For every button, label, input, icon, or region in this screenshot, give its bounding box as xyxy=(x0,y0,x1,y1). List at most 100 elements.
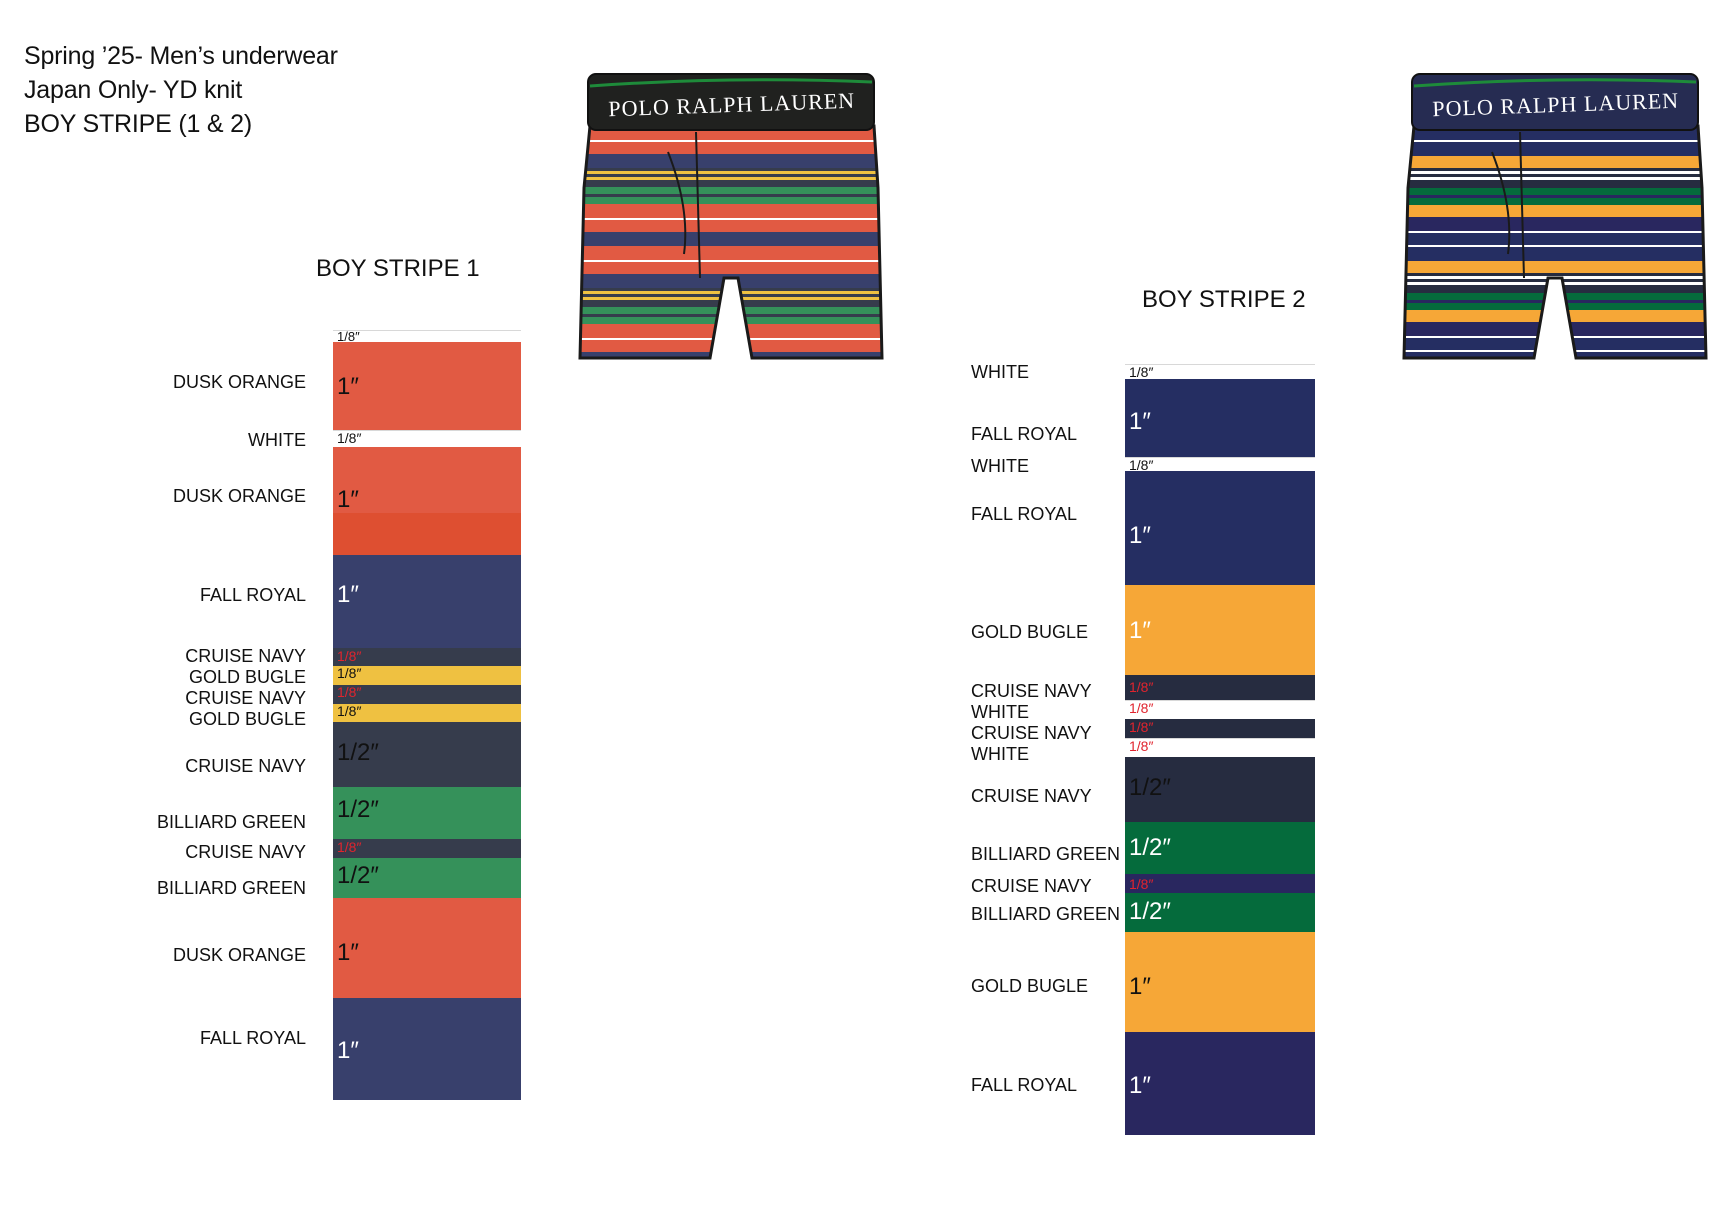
boxer-brief-sketch-stripe1: POLO RALPH LAUREN xyxy=(578,73,884,360)
boxer-brief-sketch-stripe2: POLO RALPH LAUREN xyxy=(1402,73,1708,360)
stripe1-color-label: CRUISE NAVY xyxy=(185,756,306,776)
garment-stripe xyxy=(580,142,882,154)
stripe1-dimension-label: 1″ xyxy=(337,939,359,966)
stripe1-color-label: GOLD BUGLE xyxy=(188,667,306,687)
stripe1-dimension-label: 1″ xyxy=(337,486,359,513)
stripe2-color-label: BILLIARD GREEN xyxy=(971,904,1121,924)
garment-stripe xyxy=(580,288,882,291)
stripe1-color-label: CRUISE NAVY xyxy=(185,688,306,708)
stripe1-band xyxy=(333,447,521,513)
garment-stripe xyxy=(580,260,882,262)
stripe1-band xyxy=(333,430,521,448)
stripe1-dimension-label: 1/8″ xyxy=(337,839,362,855)
garment-stripe xyxy=(1404,168,1706,171)
stripe2-band xyxy=(1125,822,1315,874)
stripe2-dimension-label: 1″ xyxy=(1129,973,1151,1000)
garment-stripe xyxy=(580,317,882,324)
garment-stripe xyxy=(1404,188,1706,195)
stripe1-band xyxy=(333,722,521,787)
stripe2-dimension-label: 1/8″ xyxy=(1129,364,1154,380)
garment-stripe xyxy=(1404,171,1706,174)
stripe1-band xyxy=(333,858,521,898)
stripe1-color-label: DUSK ORANGE xyxy=(172,486,306,506)
garment-stripe xyxy=(1404,322,1706,336)
stripe2-color-label: WHITE xyxy=(971,744,1029,764)
stripe2-dimension-label: 1/8″ xyxy=(1129,700,1154,716)
garment-stripe xyxy=(1404,282,1706,285)
header-market: Japan Only- YD knit xyxy=(24,76,243,104)
garment-stripe xyxy=(1404,180,1706,188)
garment-stripe xyxy=(580,180,882,187)
stripe1-dimension-label: 1/8″ xyxy=(337,329,360,344)
stripe1-dimension-label: 1″ xyxy=(337,373,359,400)
stripe1-color-label: CRUISE NAVY xyxy=(185,842,306,862)
garment-stripe xyxy=(1404,303,1706,310)
stripe1-color-label: GOLD BUGLE xyxy=(188,709,306,729)
stripe1-color-label: BILLIARD GREEN xyxy=(156,812,306,832)
stripe2-band xyxy=(1125,738,1315,758)
stripe2-band xyxy=(1125,874,1315,893)
stripe1-color-label: FALL ROYAL xyxy=(199,585,306,605)
stripe1-color-label: FALL ROYAL xyxy=(199,1028,306,1048)
garment-stripe xyxy=(580,154,882,168)
garment-stripe xyxy=(580,262,882,274)
stripe2-dimension-label: 1/2″ xyxy=(1129,834,1171,861)
stripe2-band xyxy=(1125,675,1315,700)
stripe1-title: BOY STRIPE 1 xyxy=(316,255,480,282)
garment-stripe xyxy=(1404,338,1706,350)
stripe2-band xyxy=(1125,585,1315,675)
stripe2-dimension-label: 1/8″ xyxy=(1129,719,1154,735)
stripe1-color-label: WHITE xyxy=(248,430,306,450)
garment-stripe xyxy=(1404,273,1706,276)
stripe2-color-label: FALL ROYAL xyxy=(971,424,1078,444)
stripe1-band xyxy=(333,704,521,722)
stripe2-band xyxy=(1125,700,1315,720)
garment-stripe xyxy=(580,174,882,177)
stripe1-band xyxy=(333,998,521,1040)
garment-stripe xyxy=(1404,233,1706,245)
garment-stripe xyxy=(580,171,882,174)
stripe1-dimension-label: 1/2″ xyxy=(337,796,379,823)
stripe2-color-label: WHITE xyxy=(971,702,1029,722)
stripe1-band xyxy=(333,330,521,343)
stripe2-title: BOY STRIPE 2 xyxy=(1142,286,1306,313)
stripe2-color-label: GOLD BUGLE xyxy=(971,976,1089,996)
stripe1-band xyxy=(333,787,521,839)
garment-stripe xyxy=(1404,350,1706,352)
stripe2-band xyxy=(1125,893,1315,932)
stripe1-dimension-label: 1/8″ xyxy=(337,703,362,719)
stripe1-band xyxy=(333,839,521,858)
stripe1-band xyxy=(333,1040,521,1100)
stripe2-dimension-label: 1/2″ xyxy=(1129,774,1171,801)
header-style: BOY STRIPE (1 & 2) xyxy=(24,110,252,138)
stripe1-band xyxy=(333,648,521,666)
stripe2-color-label: FALL ROYAL xyxy=(971,1075,1078,1095)
stripe1-color-label: BILLIARD GREEN xyxy=(156,878,306,898)
garment-stripe xyxy=(1404,198,1706,205)
garment-stripe xyxy=(580,232,882,246)
stripe2-color-label: WHITE xyxy=(971,456,1029,476)
garment-stripe xyxy=(1404,245,1706,247)
garment-stripe xyxy=(1404,231,1706,233)
stripe2-band xyxy=(1125,379,1315,457)
garment-stripe xyxy=(580,220,882,232)
garment-stripe xyxy=(580,140,882,142)
stripe2-dimension-label: 1/8″ xyxy=(1129,876,1154,892)
garment-stripe xyxy=(580,338,882,340)
garment-stripe xyxy=(1404,261,1706,273)
stripe2-dimension-label: 1/8″ xyxy=(1129,679,1154,695)
garment-stripe xyxy=(580,300,882,307)
stripe1-dimension-label: 1/8″ xyxy=(337,648,362,664)
stripe2-band xyxy=(1125,1032,1315,1135)
garment-stripe xyxy=(1404,247,1706,261)
stripe2-dimension-label: 1″ xyxy=(1129,522,1151,549)
stripe2-band xyxy=(1125,364,1315,380)
garment-stripe xyxy=(580,291,882,294)
garment-stripe xyxy=(1404,217,1706,231)
stripe2-color-label: CRUISE NAVY xyxy=(971,876,1092,896)
garment-stripe xyxy=(580,340,882,352)
garment-stripe xyxy=(1404,293,1706,300)
stripe2-dimension-label: 1/2″ xyxy=(1129,898,1171,925)
garment-stripe xyxy=(580,297,882,300)
stripe2-dimension-label: 1″ xyxy=(1129,1072,1151,1099)
